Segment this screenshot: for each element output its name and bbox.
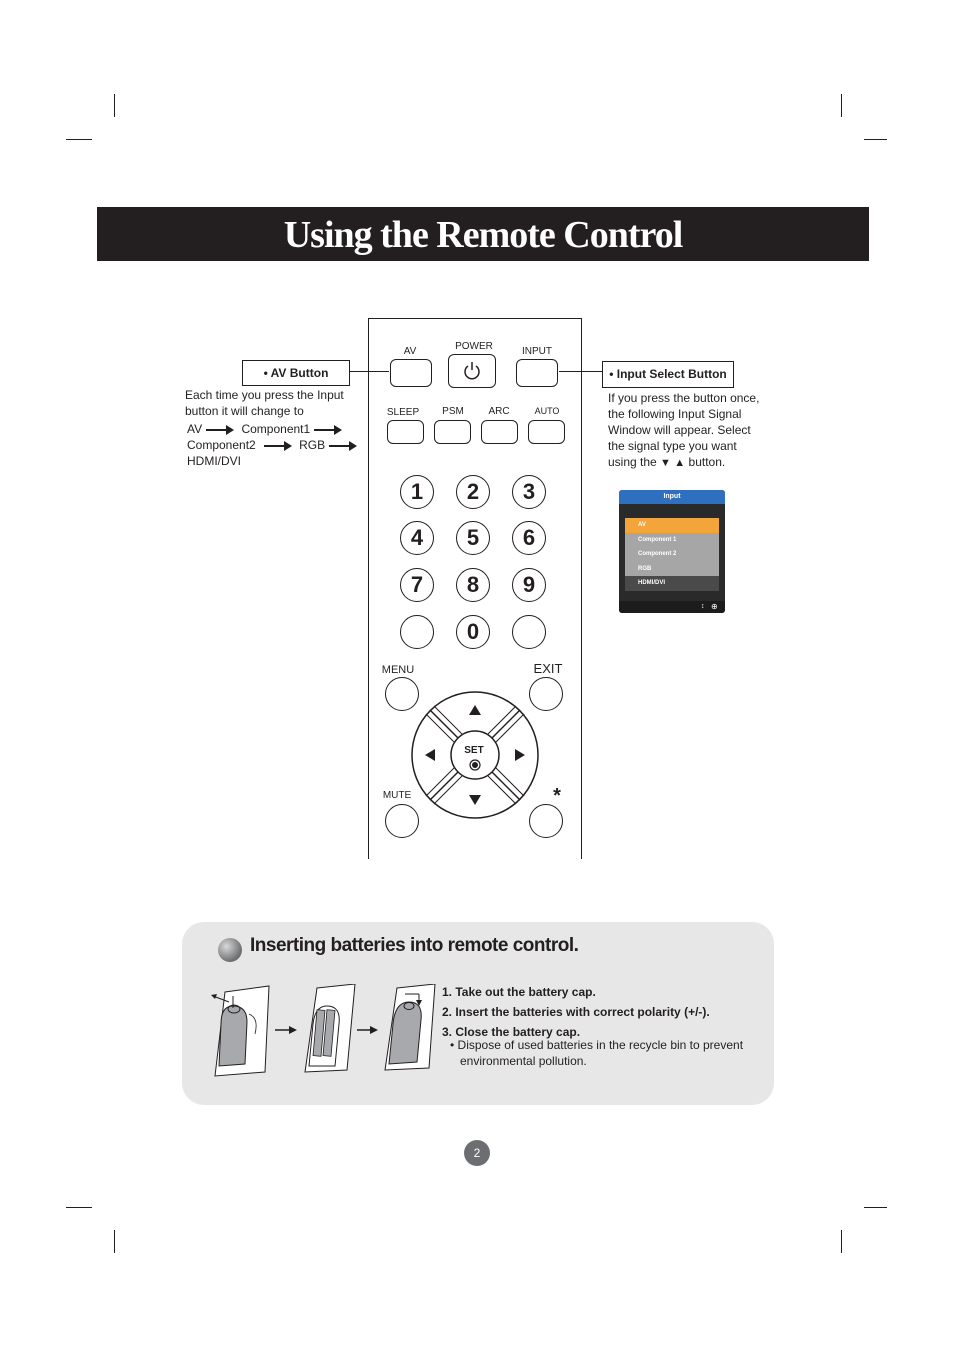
arrow-icon xyxy=(263,440,292,451)
number-3-button[interactable]: 3 xyxy=(512,475,546,509)
page-number: 2 xyxy=(464,1140,490,1166)
osd-item-component2[interactable]: Component 2 xyxy=(638,551,677,557)
osd-item-component1[interactable]: Component 1 xyxy=(638,536,677,543)
arrow-icon xyxy=(206,424,235,435)
star-label: * xyxy=(553,785,561,807)
crop-mark xyxy=(841,1230,842,1253)
number-5-button[interactable]: 5 xyxy=(456,521,490,555)
auto-button[interactable] xyxy=(528,420,565,444)
down-arrow-icon[interactable] xyxy=(469,795,481,805)
av-button-callout: • AV Button xyxy=(242,360,350,386)
osd-title: Input xyxy=(619,490,725,504)
mute-button[interactable] xyxy=(385,804,419,838)
input-osd-window: Input AV Component 1 Component 2 RGB HDM… xyxy=(619,490,725,613)
input-callout-label: • Input Select Button xyxy=(609,367,727,381)
left-arrow-icon[interactable] xyxy=(425,749,435,761)
number-6-button[interactable]: 6 xyxy=(512,521,546,555)
psm-button[interactable] xyxy=(434,420,471,444)
osd-footer: ↕ ⊕ xyxy=(619,601,725,613)
crop-mark xyxy=(114,1230,115,1253)
input-callout-text: If you press the button once, the follow… xyxy=(608,391,760,469)
power-button[interactable] xyxy=(448,354,496,388)
up-arrow-icon[interactable] xyxy=(469,705,481,715)
battery-heading: Inserting batteries into remote control. xyxy=(250,935,579,956)
number-8-button[interactable]: 8 xyxy=(456,568,490,602)
blank-right-button[interactable] xyxy=(512,615,546,649)
number-0-button[interactable]: 0 xyxy=(456,615,490,649)
exit-button[interactable] xyxy=(529,677,563,711)
navigation-pad[interactable] xyxy=(409,689,541,821)
battery-step-2: 2. Insert the batteries with correct pol… xyxy=(442,1005,710,1019)
battery-step-1: 1. Take out the battery cap. xyxy=(442,985,596,999)
number-7-button[interactable]: 7 xyxy=(400,568,434,602)
sleep-button[interactable] xyxy=(387,420,424,444)
osd-item-av[interactable]: AV xyxy=(625,518,719,533)
battery-steps-illustration xyxy=(211,984,436,1077)
crop-mark xyxy=(66,139,92,140)
osd-list: AV Component 1 Component 2 RGB HDMI/DVI xyxy=(625,518,719,591)
number-2-button[interactable]: 2 xyxy=(456,475,490,509)
title-bar: Using the Remote Control xyxy=(97,207,869,261)
av-label: AV xyxy=(403,346,417,357)
battery-step-3: 3. Close the battery cap. xyxy=(442,1025,581,1039)
down-triangle-icon: ▼ xyxy=(660,457,671,469)
menu-label: MENU xyxy=(381,664,415,676)
av-leader-line xyxy=(349,371,389,372)
mute-label: MUTE xyxy=(382,790,412,801)
av-callout-label: • AV Button xyxy=(263,366,329,380)
set-icon: ⊕ xyxy=(711,602,718,611)
set-label: SET xyxy=(464,745,484,756)
crop-mark xyxy=(864,139,887,140)
blank-left-button[interactable] xyxy=(400,615,434,649)
input-label: INPUT xyxy=(522,346,552,357)
osd-item-hdmi[interactable]: HDMI/DVI xyxy=(625,576,719,591)
battery-steps: 1. Take out the battery cap. 2. Insert t… xyxy=(442,982,710,1042)
menu-button[interactable] xyxy=(385,677,419,711)
page-title: Using the Remote Control xyxy=(283,214,684,256)
crop-mark xyxy=(66,1207,92,1208)
star-button[interactable] xyxy=(529,804,563,838)
psm-label: PSM xyxy=(442,406,464,417)
av-button[interactable] xyxy=(390,359,432,387)
arc-label: ARC xyxy=(488,406,510,417)
auto-label: AUTO xyxy=(534,406,560,416)
number-9-button[interactable]: 9 xyxy=(512,568,546,602)
set-dot-icon xyxy=(469,759,481,771)
power-icon xyxy=(464,362,480,380)
updown-icon: ↕ xyxy=(701,603,705,610)
crop-mark xyxy=(841,94,842,117)
up-triangle-icon: ▲ xyxy=(674,457,686,469)
arrow-icon xyxy=(314,424,343,435)
input-leader-line xyxy=(559,371,602,372)
crop-mark xyxy=(114,94,115,117)
battery-note: • Dispose of used batteries in the recyc… xyxy=(450,1038,744,1068)
number-4-button[interactable]: 4 xyxy=(400,521,434,555)
exit-label: EXIT xyxy=(533,661,563,676)
osd-item-rgb[interactable]: RGB xyxy=(638,565,652,572)
arc-button[interactable] xyxy=(481,420,518,444)
bullet-ball-icon xyxy=(218,938,242,962)
right-arrow-icon[interactable] xyxy=(515,749,525,761)
sleep-label: SLEEP xyxy=(386,407,420,418)
power-label: POWER xyxy=(455,341,493,352)
battery-instructions-panel: Inserting batteries into remote control.… xyxy=(182,922,774,1105)
crop-mark xyxy=(864,1207,887,1208)
av-callout-text: Each time you press the Input button it … xyxy=(185,387,365,469)
input-button[interactable] xyxy=(516,359,558,387)
arrow-icon xyxy=(329,440,358,451)
input-select-callout: • Input Select Button xyxy=(602,361,734,388)
number-1-button[interactable]: 1 xyxy=(400,475,434,509)
remote-control: AV POWER INPUT SLEEP PSM ARC AUTO 1 2 3 … xyxy=(368,318,582,859)
